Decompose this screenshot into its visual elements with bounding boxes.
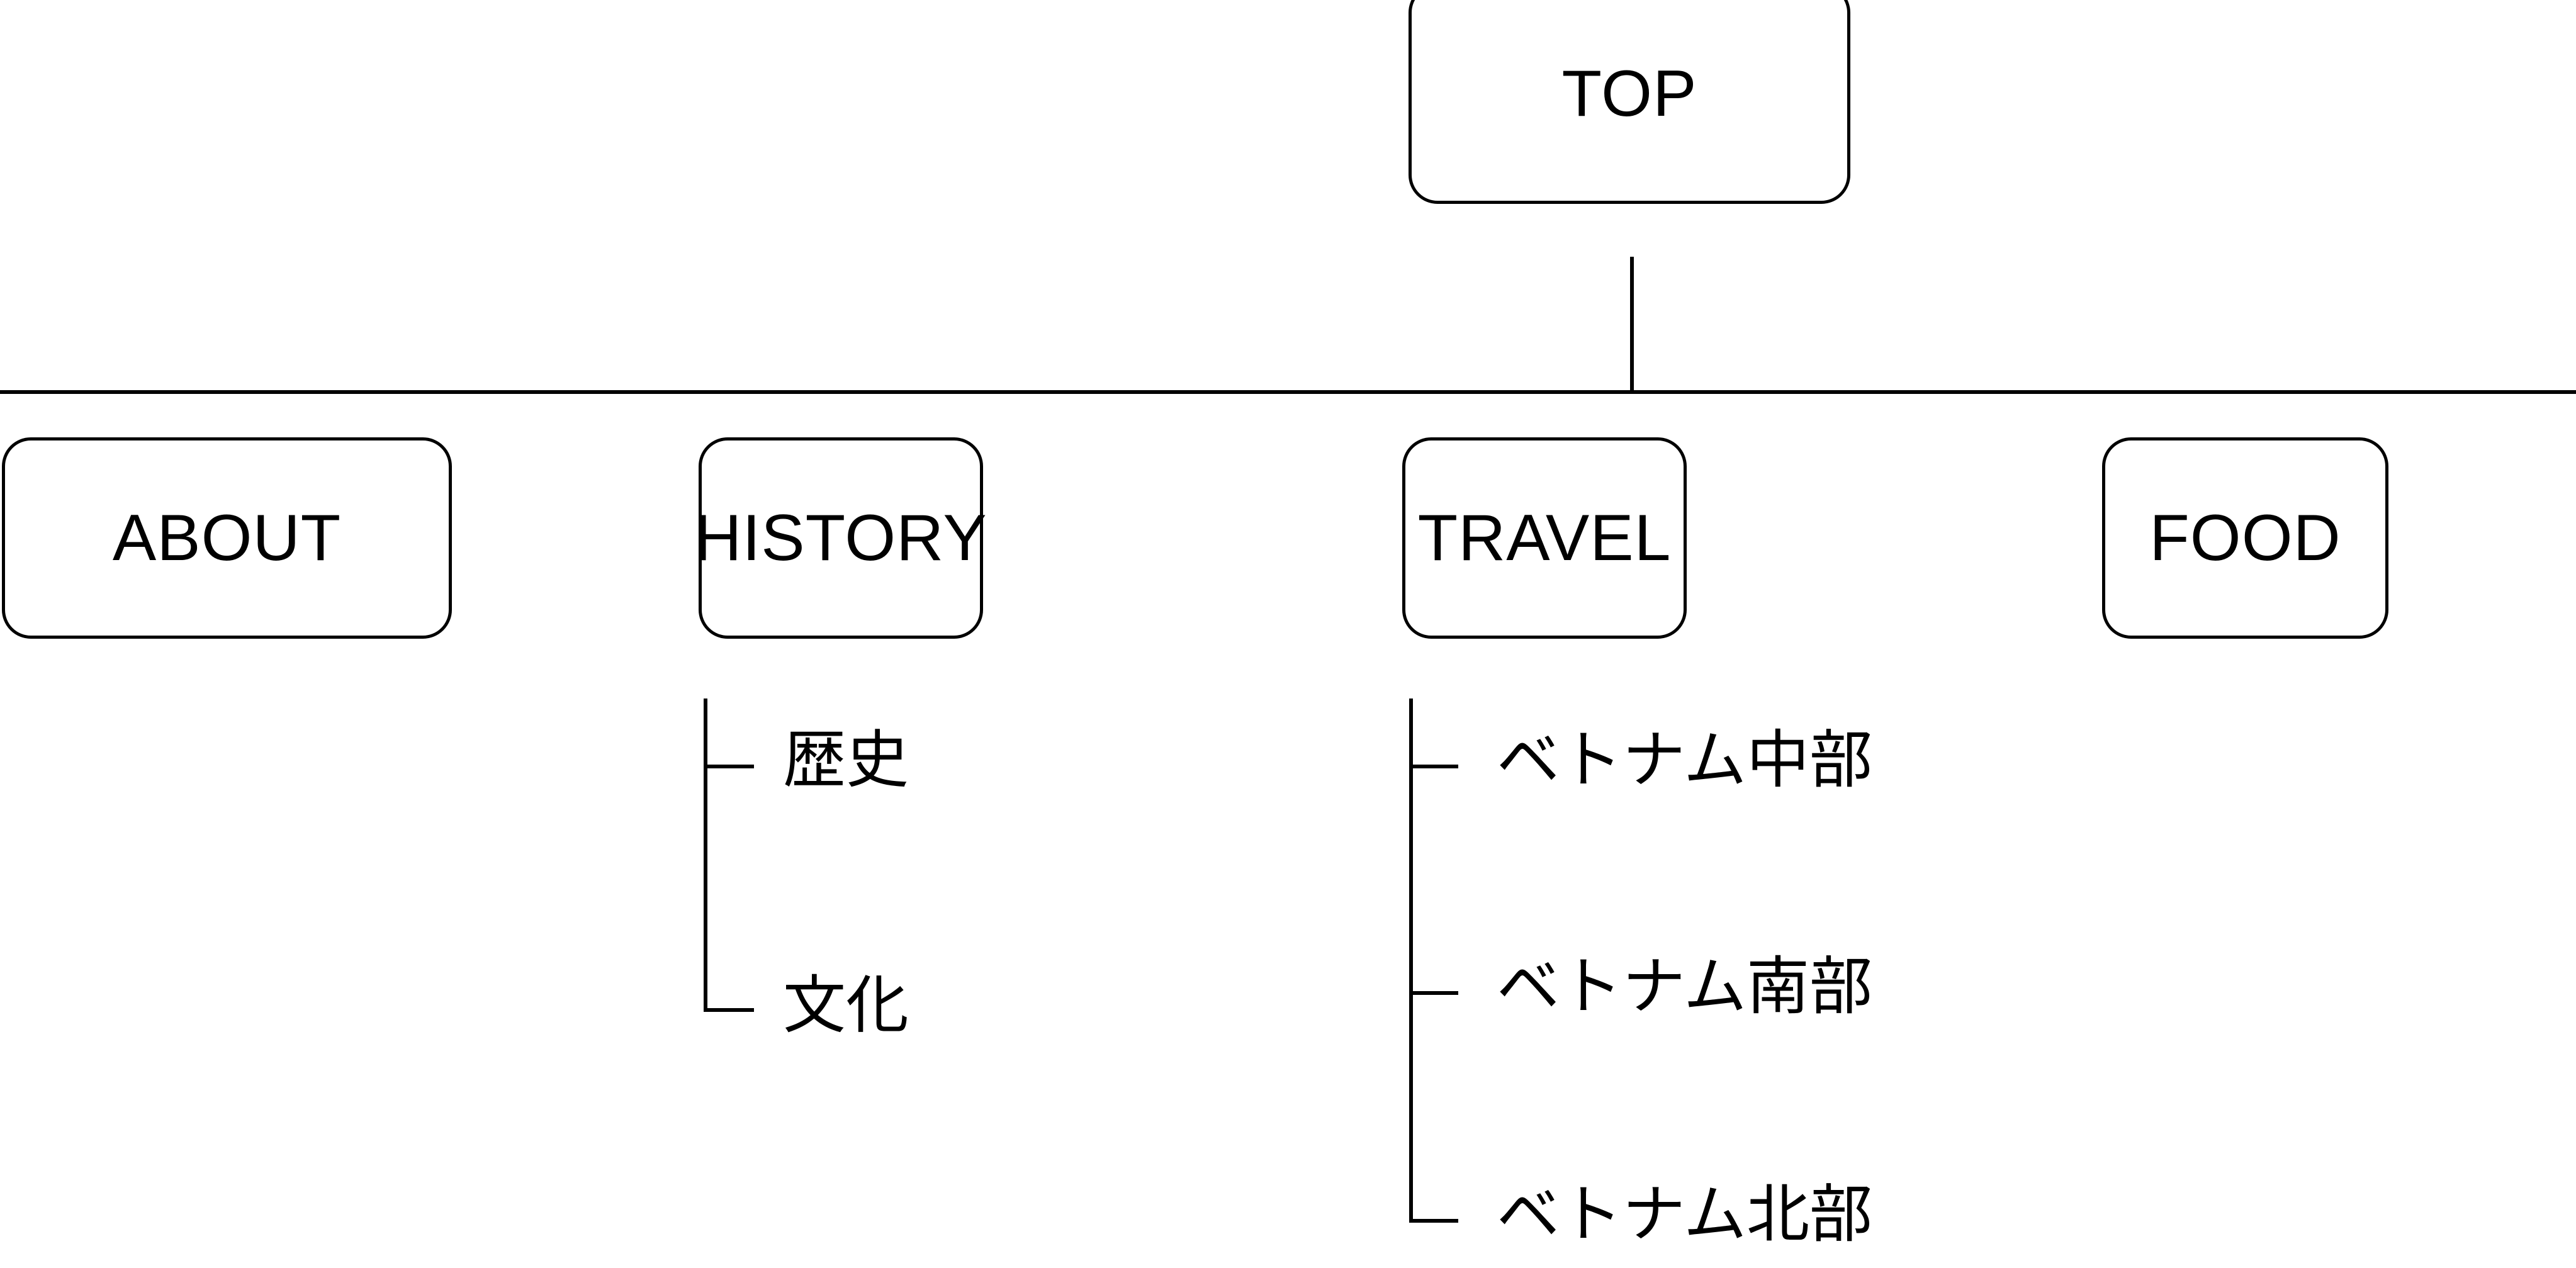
- node-top-label: TOP: [1561, 57, 1697, 130]
- node-history[interactable]: HISTORY: [694, 437, 987, 639]
- node-top[interactable]: TOP: [1409, 0, 1850, 204]
- connector-travel-branch-3: [1409, 1219, 1458, 1223]
- connector-history-branch-1: [704, 765, 754, 768]
- connector-history-spine: [704, 699, 707, 1012]
- leaf-travel-central-vietnam[interactable]: ベトナム中部: [1497, 723, 1872, 797]
- node-travel[interactable]: TRAVEL: [1402, 437, 1687, 639]
- connector-travel-branch-2: [1409, 991, 1458, 995]
- leaf-history-bunka[interactable]: 文化: [783, 968, 909, 1042]
- node-about-label: ABOUT: [112, 502, 342, 575]
- node-food[interactable]: FOOD: [2102, 437, 2388, 639]
- leaf-travel-north-vietnam[interactable]: ベトナム北部: [1497, 1177, 1872, 1251]
- connector-main-rule: [0, 390, 2576, 394]
- connector-top-stem: [1630, 257, 1634, 394]
- connector-history-branch-2: [704, 1008, 754, 1012]
- node-history-label: HISTORY: [694, 502, 987, 575]
- connector-travel-branch-1: [1409, 765, 1458, 768]
- leaf-history-rekishi[interactable]: 歴史: [783, 723, 909, 797]
- connector-travel-spine: [1409, 699, 1413, 1223]
- node-travel-label: TRAVEL: [1417, 502, 1672, 575]
- node-food-label: FOOD: [2149, 502, 2341, 575]
- node-about[interactable]: ABOUT: [2, 437, 452, 639]
- leaf-travel-south-vietnam[interactable]: ベトナム南部: [1497, 950, 1872, 1023]
